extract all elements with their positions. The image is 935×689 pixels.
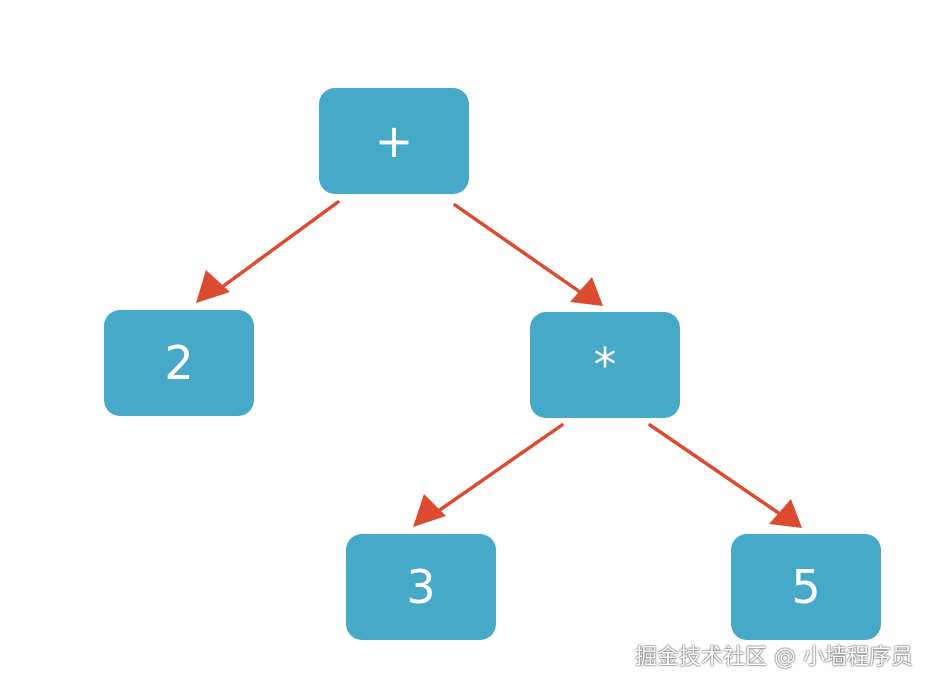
edge-root-to-left [196, 200, 340, 303]
node-label: + [374, 114, 414, 168]
edge-root-to-mul [453, 203, 603, 306]
tree-node-five: 5 [731, 534, 881, 640]
tree-node-two: 2 [104, 310, 254, 416]
tree-node-three: 3 [346, 534, 496, 640]
edge-mul-to-five [648, 423, 802, 528]
node-label: 2 [164, 336, 194, 390]
watermark-text: 掘金技术社区 @ 小墙程序员 [635, 645, 913, 670]
node-label: 5 [791, 560, 821, 614]
node-label: 3 [406, 560, 436, 614]
tree-node-multiply: * [530, 312, 680, 418]
node-label: * [593, 338, 617, 392]
edge-mul-to-three [413, 423, 564, 527]
tree-node-plus: + [319, 88, 469, 194]
